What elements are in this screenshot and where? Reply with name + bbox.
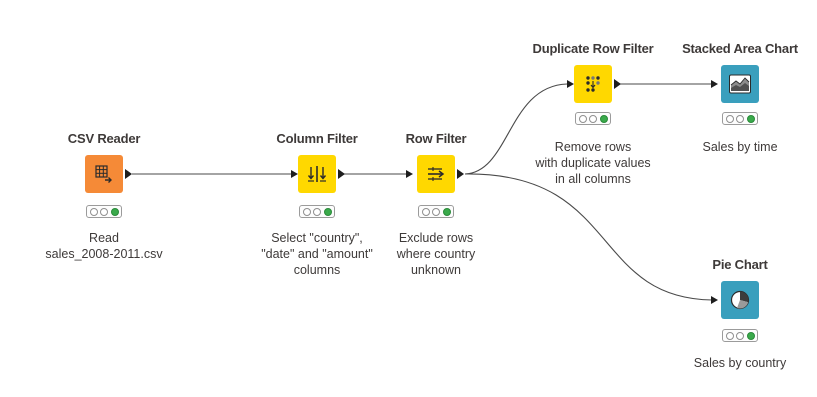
node-annotation[interactable]: Remove rows with duplicate values in all… [535, 140, 651, 186]
status-light-green [323, 207, 332, 216]
status-light-red [578, 114, 587, 123]
node-title[interactable]: Duplicate Row Filter [532, 41, 654, 56]
node-icon-column-filter[interactable] [298, 155, 336, 193]
connection-row-filter-to-pie-chart[interactable] [464, 173, 713, 301]
connection-arrowhead [406, 170, 413, 178]
node-annotation[interactable]: Sales by country [693, 356, 787, 370]
node-annotation[interactable]: Read sales_2008-2011.csv [45, 231, 163, 261]
node-icon-row-filter[interactable] [417, 155, 455, 193]
connection-row-filter-to-duplicate-row-filter[interactable] [464, 83, 568, 175]
area-chart-icon [729, 74, 751, 94]
output-port[interactable] [614, 79, 621, 89]
node-status-indicator[interactable] [722, 329, 758, 342]
output-port[interactable] [338, 169, 345, 179]
status-light-red [89, 207, 98, 216]
table-arrow-icon [95, 165, 112, 183]
status-light-red [725, 114, 734, 123]
node-title[interactable]: Stacked Area Chart [682, 41, 798, 56]
output-port[interactable] [457, 169, 464, 179]
connection-arrowhead [711, 80, 718, 88]
node-icon-duplicate-row-filter[interactable] [574, 65, 612, 103]
status-light-green [442, 207, 451, 216]
status-light-yellow [100, 207, 108, 216]
status-light-green [746, 331, 755, 340]
node-status-indicator[interactable] [722, 112, 758, 125]
node-icon-stacked-area-chart[interactable] [721, 65, 759, 103]
node-annotation[interactable]: Exclude rows where country unknown [396, 231, 476, 277]
status-light-green [110, 207, 119, 216]
connection-arrowhead [711, 296, 718, 304]
connection-arrowhead [291, 170, 298, 178]
node-title[interactable]: Column Filter [276, 131, 358, 146]
status-light-green [599, 114, 608, 123]
duplicate-filter-icon [586, 76, 600, 92]
status-light-red [421, 207, 430, 216]
status-light-yellow [313, 207, 321, 216]
pie-chart-icon [730, 290, 750, 310]
node-annotation[interactable]: Sales by time [702, 140, 778, 154]
node-status-indicator[interactable] [299, 205, 335, 218]
node-title[interactable]: CSV Reader [67, 131, 141, 146]
status-light-red [302, 207, 311, 216]
node-status-indicator[interactable] [418, 205, 454, 218]
node-annotation[interactable]: Select "country", "date" and "amount" co… [261, 231, 373, 277]
node-status-indicator[interactable] [575, 112, 611, 125]
connection-arrowhead [567, 80, 574, 88]
node-title[interactable]: Row Filter [405, 131, 467, 146]
status-light-green [746, 114, 755, 123]
status-light-yellow [736, 114, 744, 123]
node-title[interactable]: Pie Chart [712, 257, 768, 272]
status-light-yellow [432, 207, 440, 216]
status-light-yellow [736, 331, 744, 340]
row-filter-icon [428, 167, 445, 181]
node-status-indicator[interactable] [86, 205, 122, 218]
output-port[interactable] [125, 169, 132, 179]
column-filter-icon [307, 166, 327, 182]
node-icon-pie-chart[interactable] [721, 281, 759, 319]
node-icon-csv-reader[interactable] [85, 155, 123, 193]
status-light-yellow [589, 114, 597, 123]
status-light-red [725, 331, 734, 340]
